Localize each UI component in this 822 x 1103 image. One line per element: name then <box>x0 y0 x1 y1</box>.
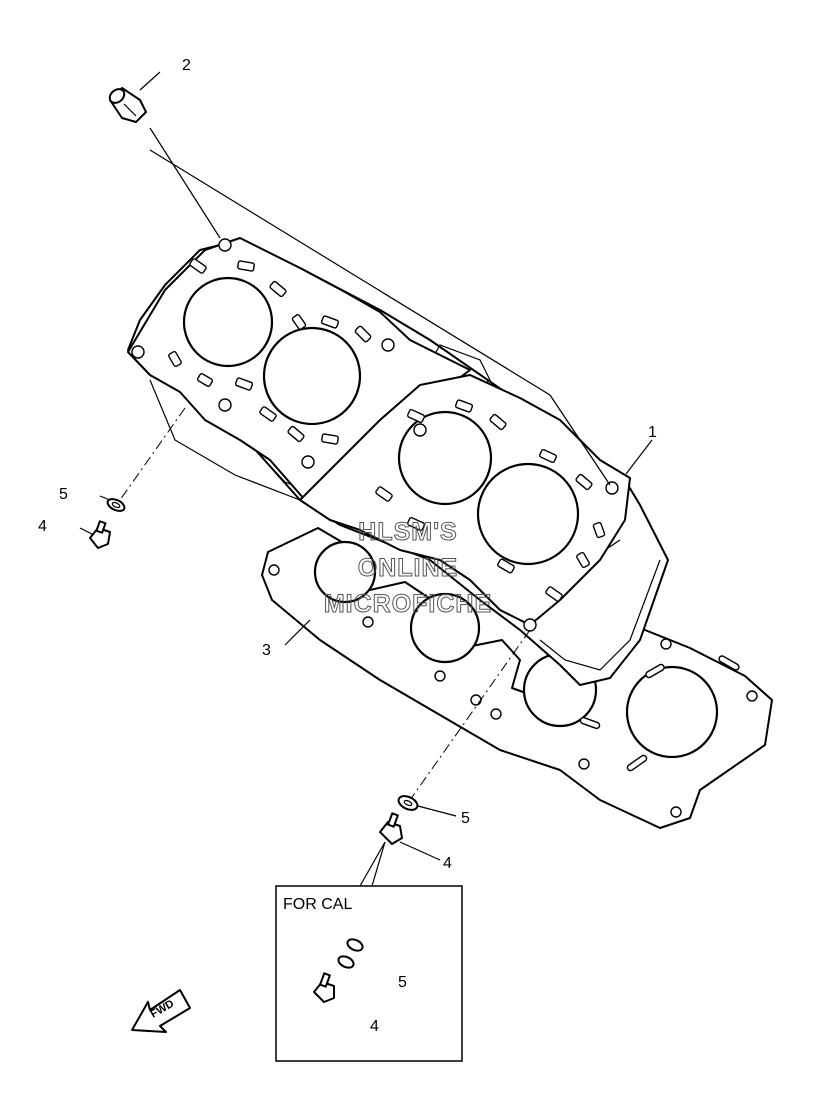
gasket-bore-2 <box>409 592 481 664</box>
watermark: HLSM'S ONLINE MICROFICHE <box>323 518 492 619</box>
inset-box: FOR CAL <box>275 885 463 1062</box>
gasket-bore-1 <box>313 540 377 604</box>
callout-5-inset: 5 <box>398 974 407 991</box>
cylinder-bore-3 <box>397 410 493 506</box>
callout-3: 3 <box>262 642 271 659</box>
watermark-line-3: MICROFICHE <box>324 590 492 618</box>
gasket-bore-4 <box>625 665 719 759</box>
inset-title: FOR CAL <box>283 896 352 913</box>
bolt-4-lower <box>379 812 403 845</box>
callout-4-lower: 4 <box>443 855 452 872</box>
washer-5-inset-b <box>337 955 355 969</box>
dowel-pin <box>108 87 147 123</box>
washer-5-inset-a <box>346 938 364 952</box>
callout-5-left: 5 <box>59 486 68 503</box>
watermark-line-1: HLSM'S <box>358 518 457 546</box>
callout-1: 1 <box>648 424 657 441</box>
callout-2: 2 <box>182 57 191 74</box>
cylinder-bore-2 <box>262 326 362 426</box>
cylinder-bore-1 <box>182 276 274 368</box>
washer-5-left <box>106 498 126 512</box>
cylinder-block <box>127 237 669 686</box>
bolt-4-inset <box>313 972 335 1003</box>
watermark-line-2: ONLINE <box>358 554 458 582</box>
washer-5-lower <box>397 795 419 811</box>
bolt-4-left <box>89 520 111 549</box>
callouts: 1 2 3 4 4 4 5 5 5 <box>38 57 657 1035</box>
cylinder-bore-4 <box>476 462 580 566</box>
callout-5-lower: 5 <box>461 810 470 827</box>
fwd-arrow-icon: FWD <box>131 989 191 1033</box>
callout-4-inset: 4 <box>370 1018 379 1035</box>
callout-4-left: 4 <box>38 518 47 535</box>
